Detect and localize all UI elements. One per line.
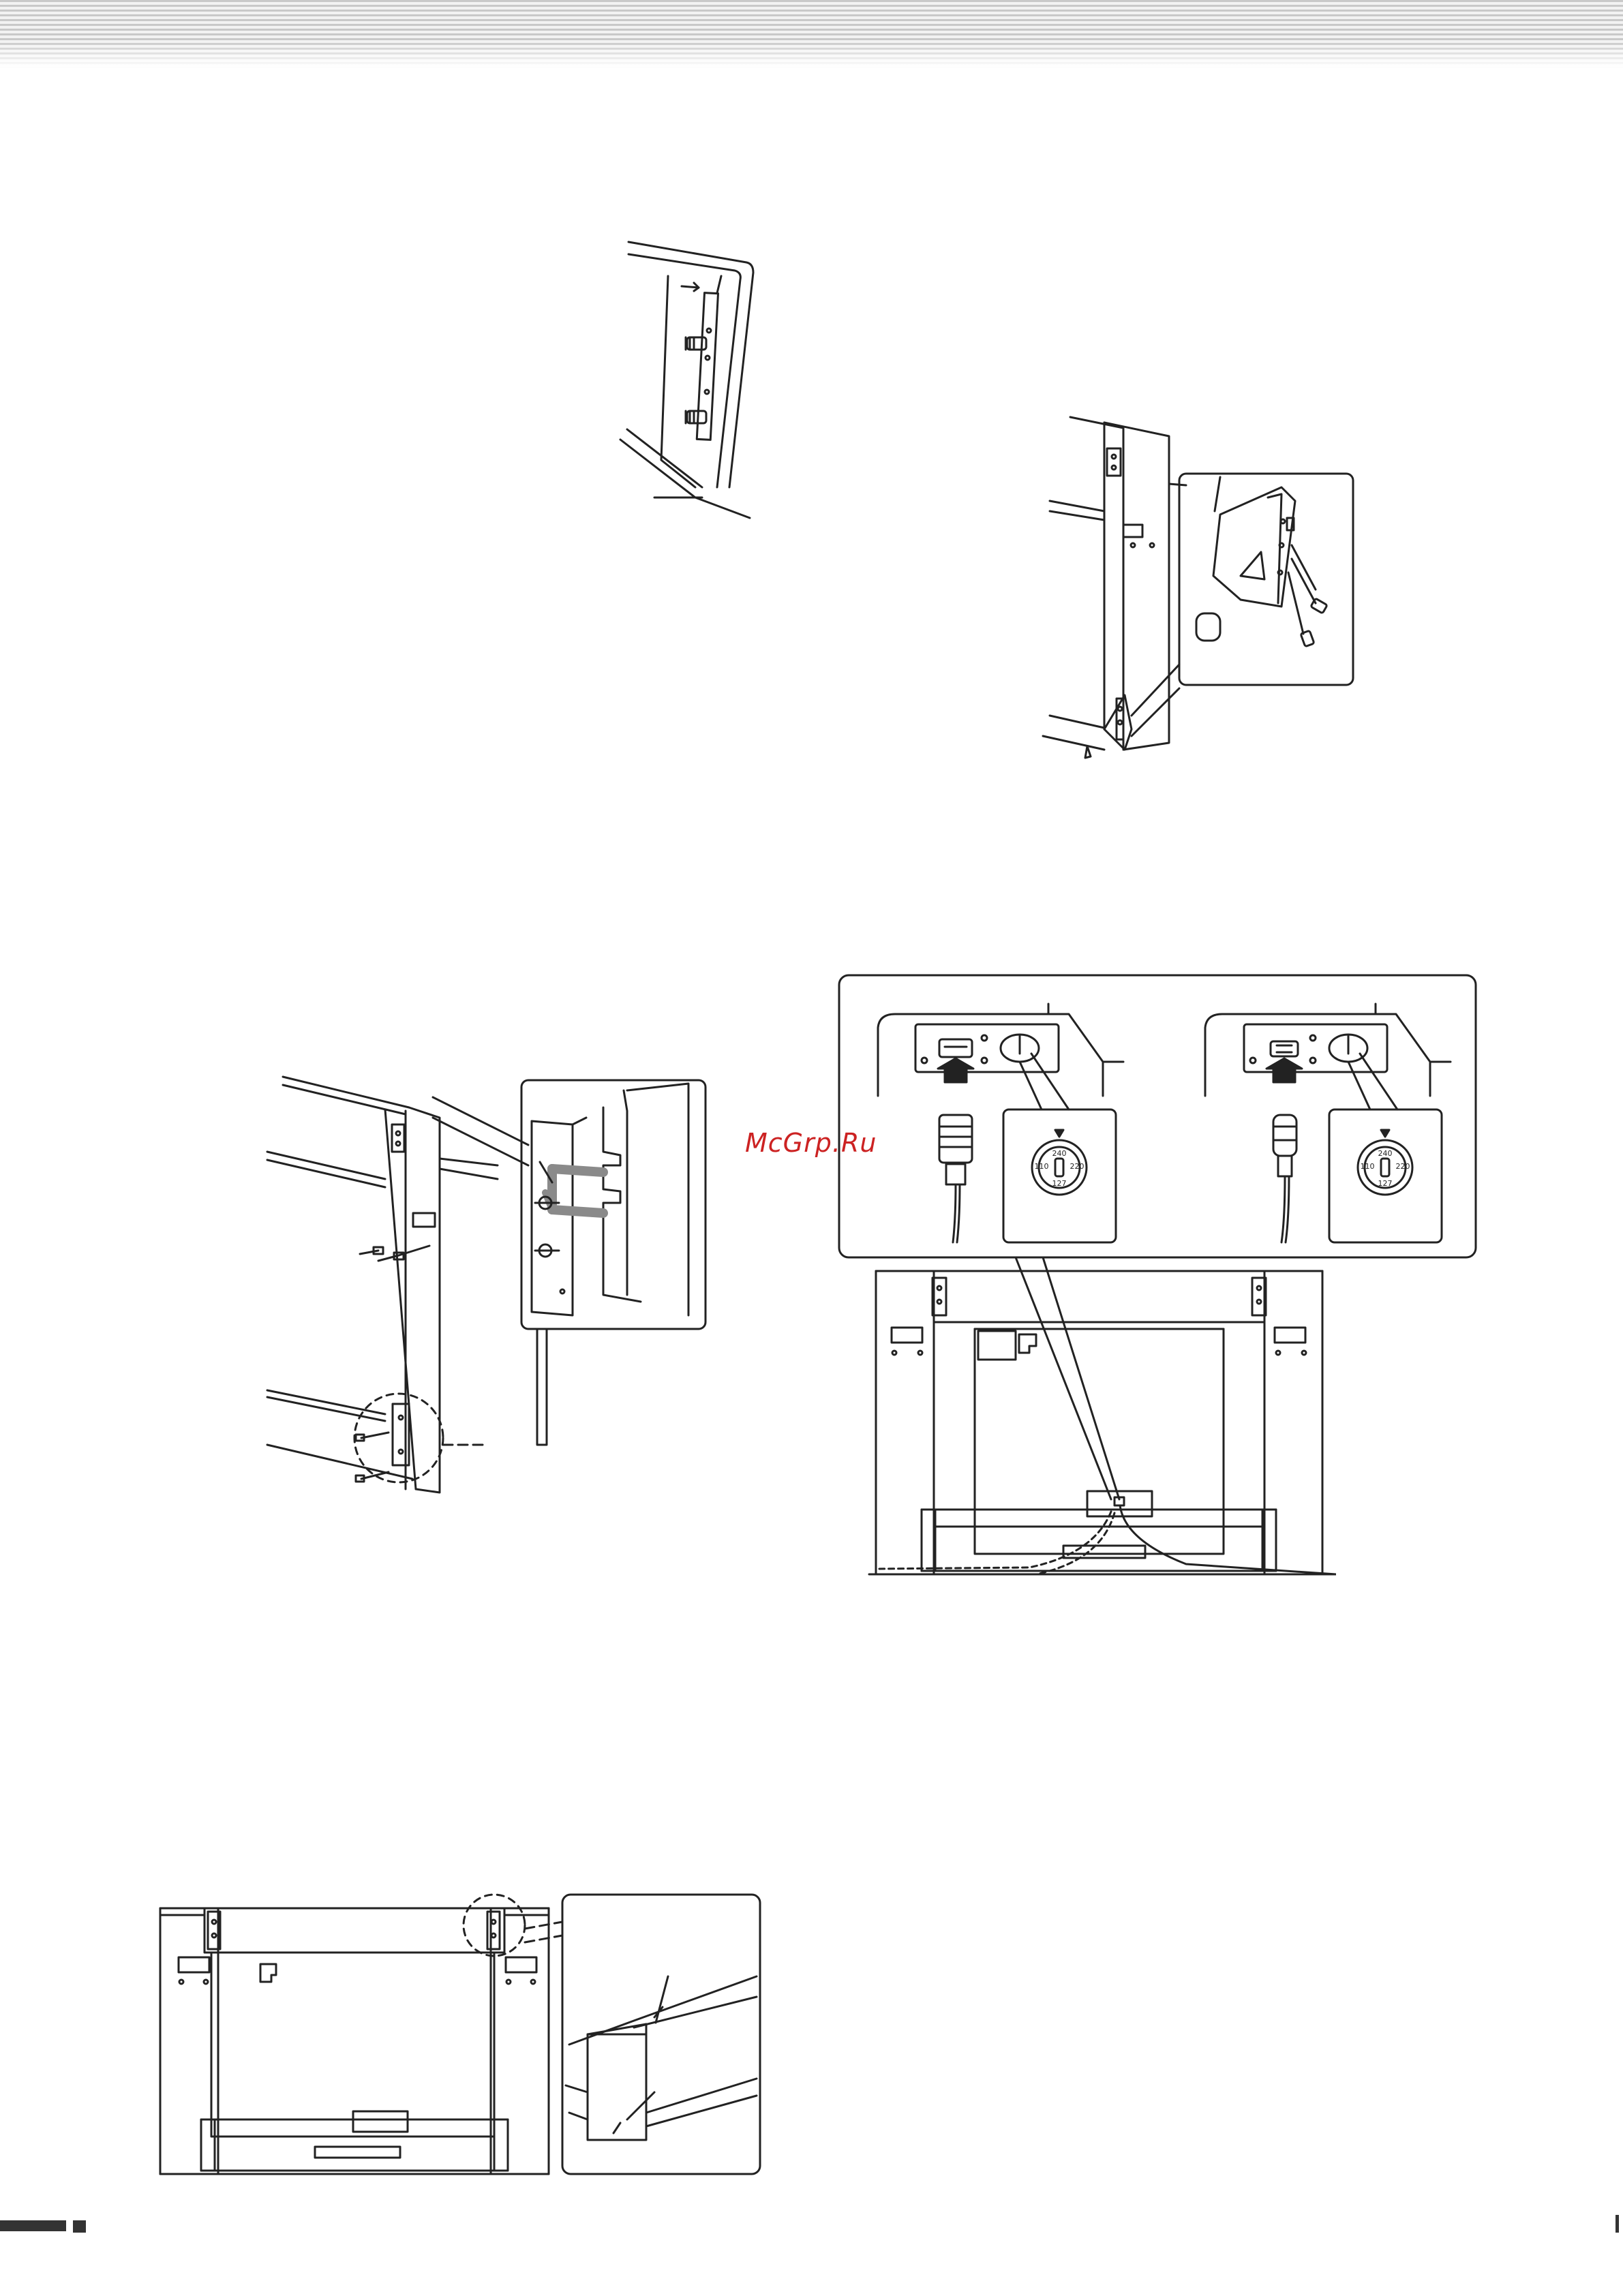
page-footer-bar	[0, 2220, 66, 2231]
voltage-label-right-right: 220	[1396, 1162, 1410, 1171]
watermark-text: McGrp.Ru	[745, 1128, 877, 1158]
figure-rear-panel-joint	[259, 1070, 709, 1499]
voltage-label-left-left: 110	[1035, 1162, 1049, 1171]
voltage-label-right-left: 220	[1070, 1162, 1084, 1171]
voltage-label-top-left: 240	[1052, 1149, 1067, 1158]
figure-assembled-rear-view	[157, 1888, 770, 2181]
figure-power-connector-panel: 240 110 220 127 240 110 220 127	[837, 973, 1478, 1259]
page-header-band	[0, 0, 1623, 68]
page-footer-square	[73, 2220, 86, 2233]
figure-side-panel-screws	[613, 235, 777, 528]
voltage-label-bottom-left: 127	[1052, 1179, 1067, 1188]
voltage-label-top-right: 240	[1378, 1149, 1393, 1158]
figure-pedal-bracket	[1036, 409, 1356, 763]
voltage-label-left-right: 110	[1361, 1162, 1375, 1171]
page-edge-mark	[1616, 2215, 1619, 2233]
voltage-label-bottom-right: 127	[1378, 1179, 1393, 1188]
figure-rear-view-power-cord	[866, 1254, 1336, 1588]
